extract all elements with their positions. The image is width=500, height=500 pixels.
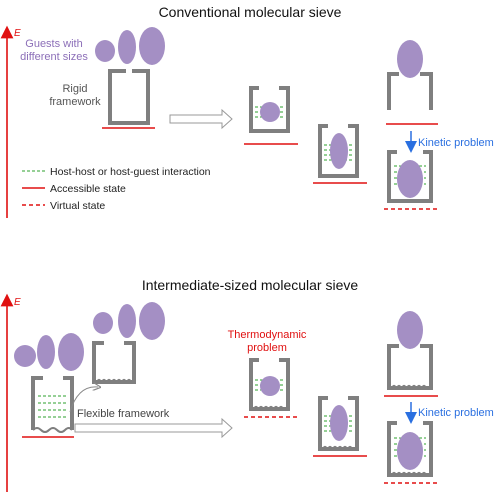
bottom-small-guest	[14, 345, 36, 367]
flexible-curved-arrow	[69, 387, 98, 413]
top-title: Conventional molecular sieve	[159, 4, 342, 20]
thermo-label-line2: problem	[247, 342, 287, 354]
bottom-medium-guest	[37, 335, 55, 369]
framework-large-guest-inside	[387, 150, 433, 203]
framework-small-guest	[249, 86, 290, 133]
flexible-label: Flexible framework	[77, 408, 170, 420]
framework-medium-guest	[318, 124, 359, 178]
bottom-energy-label: E	[14, 297, 21, 308]
legend-accessible-label: Accessible state	[50, 183, 126, 195]
framework-large-guest-upper	[387, 86, 433, 110]
flexible-framework-open	[92, 354, 136, 384]
top-kinetic-label: Kinetic problem	[418, 137, 494, 149]
thermo-label-line1: Thermodynamic	[228, 329, 307, 341]
bottom-process-arrow	[74, 417, 233, 439]
guests-label-line2: different sizes	[20, 51, 88, 63]
bottom-kinetic-label: Kinetic problem	[418, 407, 494, 419]
large-guest-outside	[397, 40, 423, 78]
rigid-framework	[108, 69, 150, 125]
bottom-framework-large-upper	[387, 357, 433, 390]
small-guest	[95, 40, 115, 62]
rigid-label-line1: Rigid	[62, 83, 87, 95]
legend-virtual-label: Virtual state	[50, 200, 105, 212]
flexible-framework-collapsed	[31, 388, 74, 430]
bottom-title: Intermediate-sized molecular sieve	[142, 277, 359, 293]
top-energy-label: E	[14, 28, 21, 39]
legend-interaction-label: Host-host or host-guest interaction	[50, 166, 211, 178]
medium-guest	[118, 30, 136, 64]
rigid-label-line2: framework	[49, 96, 101, 108]
medium-guest-in-pore	[330, 133, 348, 169]
large-guest-in-pore	[397, 160, 423, 198]
bottom-large-guest	[58, 333, 84, 371]
rigid-framework-rim	[108, 70, 150, 82]
large-guest	[139, 27, 165, 65]
top-process-arrow	[169, 108, 233, 130]
guests-label-line1: Guests with	[25, 38, 82, 50]
small-guest-in-pore	[260, 102, 280, 122]
